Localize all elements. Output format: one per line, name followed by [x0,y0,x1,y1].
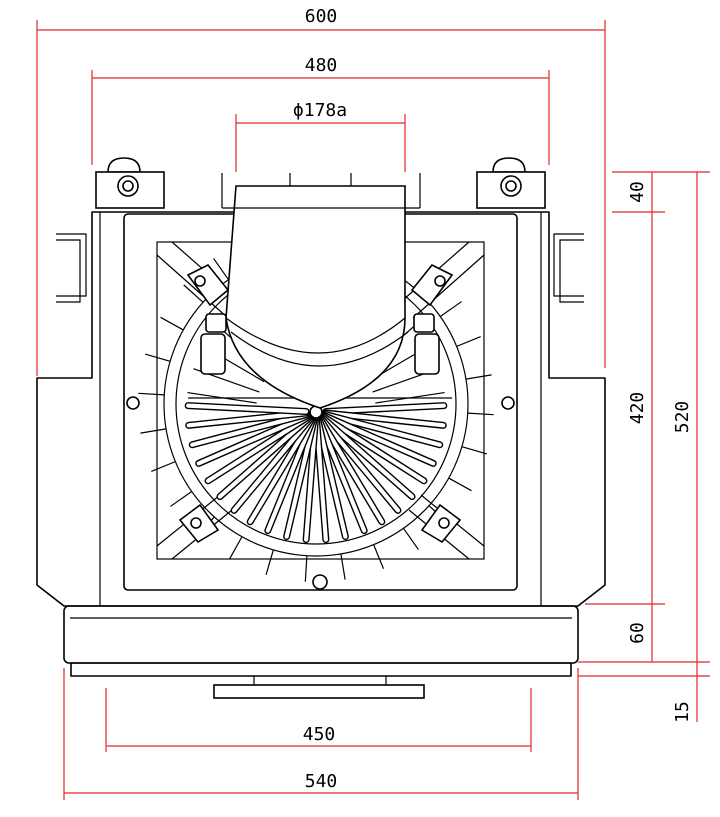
dim-total-height: 520 [672,401,693,434]
outer-fin [448,477,472,492]
right-hanger [553,233,584,303]
outer-fin [228,536,243,560]
dim-flange-height: 40 [627,181,648,203]
impeller-blade-fill [314,419,328,542]
impeller-blade-fill [284,419,316,539]
impeller-blade-fill [316,419,348,539]
outer-fin [183,284,204,303]
outer-fin [265,549,274,576]
impeller-blade-fill [231,417,312,513]
impeller-blade-fill [217,416,311,499]
outer-fin [465,374,492,380]
impeller-blade-fill [321,416,415,499]
mounting-ears [178,263,462,544]
outer-fin [461,446,488,455]
outer-fin [373,544,385,569]
outer-fin [140,428,167,434]
impeller-blade-fill [248,418,313,524]
outer-fin [402,527,419,550]
dim-base-height: 60 [627,622,648,644]
left-top-bracket [95,157,165,209]
outer-fin [160,316,184,331]
impeller-blade-fill [205,415,310,483]
outer-fin [144,353,171,362]
dim-foot-width: 450 [303,724,336,745]
impeller-blade-fill [265,419,315,533]
impeller-blade-fill [186,403,309,414]
outer-fin [151,461,176,473]
impeller-blade-fill [320,417,401,513]
right-screw-hole [501,396,515,410]
impeller-blade-fill [186,410,309,428]
dim-inlet-diameter: ϕ178a [293,100,347,121]
dim-overall-width: 600 [305,6,338,27]
base-lip [70,662,572,677]
inlet-cone [225,185,409,409]
impeller-blade-fill [319,418,384,524]
outer-fin [170,490,193,507]
dim-body-height: 420 [627,392,648,425]
impeller-blade-fill [323,410,446,428]
side-clamps [200,313,440,375]
outer-fin [467,412,494,416]
outer-fin [439,301,462,318]
outer-fin [456,335,481,347]
impeller-blade-fill [323,413,436,466]
upper-blade [375,391,445,404]
impeller-blade-fill [323,403,446,414]
impeller-blades [184,282,452,544]
drain-outlet [213,684,425,699]
base-plate [63,605,579,664]
left-screw-hole [126,396,140,410]
outer-fin [213,258,230,281]
impeller-blade-fill [317,419,367,533]
impeller-blade-fill [190,412,309,447]
impeller-blade-fill [196,413,309,466]
unit-body [36,157,606,699]
dimension-lines [36,20,710,800]
outer-fin [340,553,346,580]
upper-blade [187,391,257,404]
dim-base-width: 540 [305,771,338,792]
right-top-bracket [476,157,546,209]
impeller-blade-fill [323,412,442,447]
dimension-labels: 600 480 ϕ178a 40 420 520 60 15 450 540 [293,6,693,792]
bottom-screw-hole [312,574,328,590]
left-hanger [56,233,87,303]
dim-foot-height: 15 [672,701,693,723]
impeller-blade-fill [304,419,318,542]
outer-fin [304,555,308,582]
dim-flange-width: 480 [305,55,338,76]
impeller-blade-fill [322,415,427,483]
outer-fin [138,392,165,396]
